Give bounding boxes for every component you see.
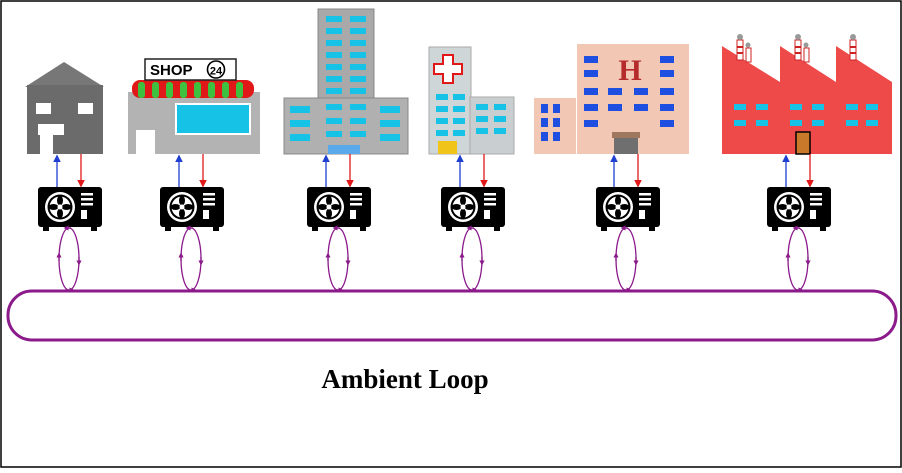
hospital-building: H xyxy=(534,44,689,154)
hospital-letter: H xyxy=(618,54,641,87)
heat-pump-icon xyxy=(596,187,660,231)
shop-building: SHOP 24 xyxy=(128,58,260,154)
heat-pump-icon xyxy=(307,187,371,231)
shop-sign-number: 24 xyxy=(210,66,223,78)
ambient-loop-pipe xyxy=(6,289,898,342)
clinic-building xyxy=(428,46,515,155)
office-tower-building xyxy=(283,8,409,155)
shop-sign: SHOP xyxy=(150,62,193,79)
exchange-arrows xyxy=(53,154,814,188)
heat-pump-icon xyxy=(38,187,102,231)
ambient-loop-caption: Ambient Loop xyxy=(321,364,488,394)
house-building xyxy=(25,62,104,155)
heat-pump-icon xyxy=(767,187,831,231)
heat-pump-icon xyxy=(441,187,505,231)
heat-pump-icon xyxy=(160,187,224,231)
factory-building xyxy=(722,34,892,155)
